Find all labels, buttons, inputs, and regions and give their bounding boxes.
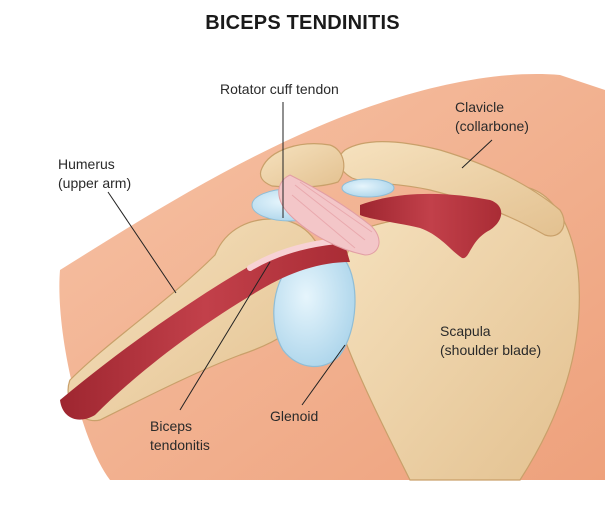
deltoid-muscle [360, 193, 502, 259]
label-clavicle: Clavicle (collarbone) [455, 99, 529, 134]
label-scapula: Scapula (shoulder blade) [440, 323, 542, 358]
label-biceps-tendonitis: Biceps tendonitis [150, 418, 210, 453]
leader-humerus [107, 191, 177, 294]
biceps-muscle [60, 243, 350, 420]
diagram-title: BICEPS TENDINITIS [205, 12, 400, 34]
label-humerus: Humerus (upper arm) [58, 156, 132, 191]
leader-biceps [179, 261, 271, 411]
leader-lines [107, 102, 493, 411]
leader-clavicle [461, 139, 493, 169]
acromion-bone [259, 143, 345, 188]
label-glenoid: Glenoid [270, 408, 319, 424]
leader-glenoid [301, 344, 346, 406]
rotator-cuff-fibers [291, 181, 373, 249]
label-rotator-cuff: Rotator cuff tendon [220, 81, 339, 97]
cartilage-right [341, 178, 395, 198]
